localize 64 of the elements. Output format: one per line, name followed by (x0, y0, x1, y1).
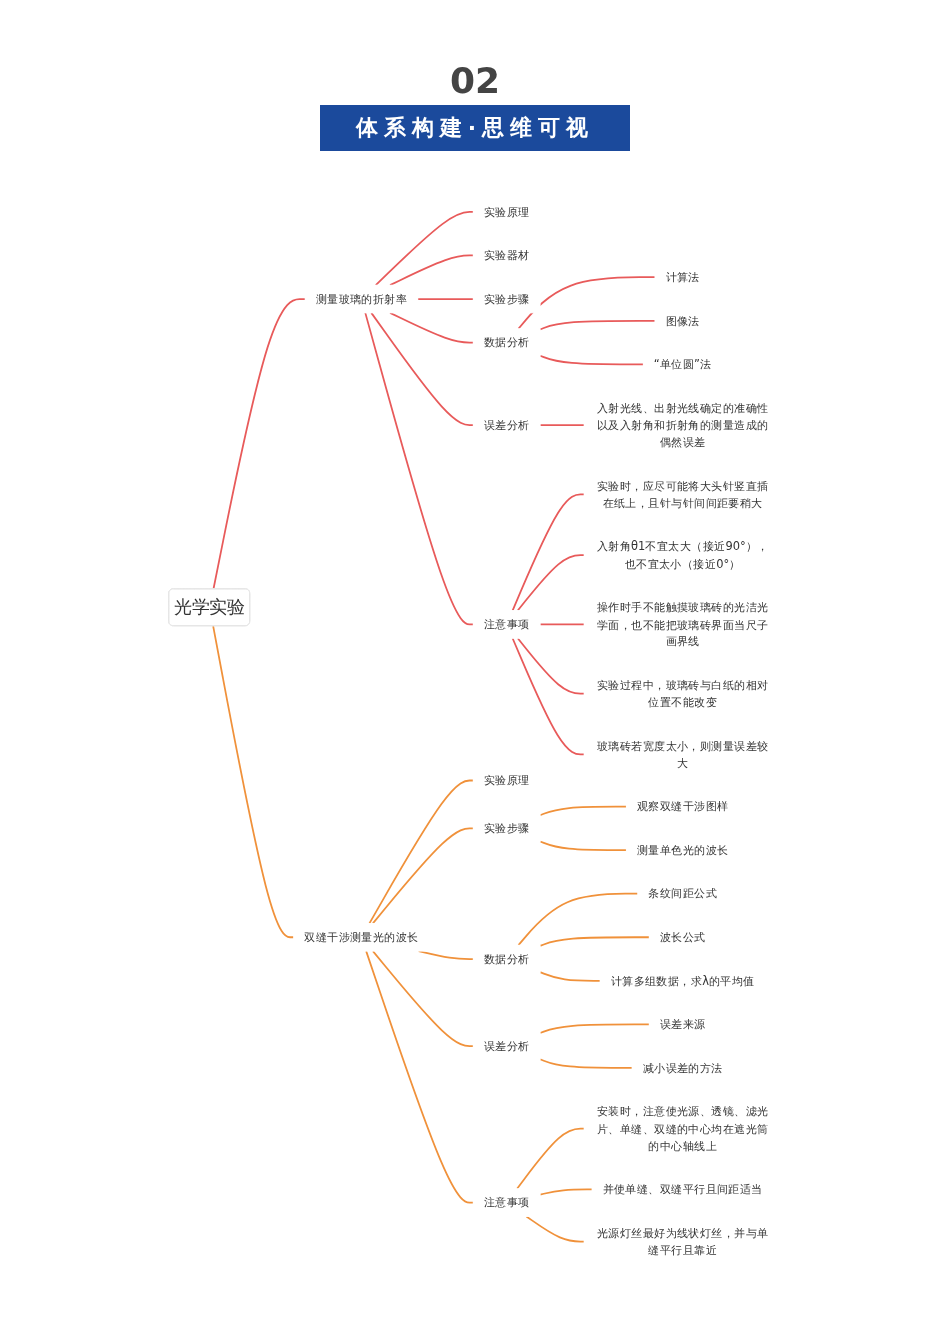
node-text: 玻璃砖若宽度太小，则测量误差较大 (596, 739, 769, 770)
node-text: 入射光线、出射光线确定的准确性以及入射角和折射角的测量造成的偶然误差 (596, 401, 769, 449)
node-text: 观察双缝干涉图样 (636, 799, 729, 813)
node-text: 实验步骤 (483, 821, 530, 835)
node-text: 误差分析 (483, 418, 530, 432)
node-text: 实验原理 (483, 205, 530, 219)
node-text: 数据分析 (483, 952, 530, 966)
connector (511, 493, 585, 612)
node-text: 误差分析 (483, 1039, 530, 1053)
connector (539, 840, 628, 851)
connector (212, 625, 295, 939)
node-text: 操作时手不能触摸玻璃砖的光洁光学面，也不能把玻璃砖界面当尺子画界线 (596, 600, 769, 648)
node-text: 双缝干涉测量光的波长 (304, 930, 419, 944)
node-text: 测量玻璃的折射率 (315, 292, 408, 306)
connector (517, 892, 639, 947)
node-text: 安装时，注意使光源、透镜、滤光片、单缝、双缝的中心均在遮光筒的中心轴线上 (596, 1104, 769, 1153)
connector (516, 1127, 585, 1190)
connector (364, 312, 475, 626)
connector (539, 424, 585, 426)
node-text: 条纹间距公式 (648, 886, 717, 901)
connector (525, 1215, 585, 1243)
connector (539, 1188, 593, 1196)
node-text: 实验过程中，玻璃砖与白纸的相对位置不能改变 (596, 678, 769, 709)
node-text: 注意事项 (483, 617, 530, 631)
section-title-banner: 体系构建·思维可视 (319, 105, 631, 151)
connector (516, 554, 585, 612)
connector (511, 637, 585, 756)
connector (539, 805, 628, 817)
connector (372, 950, 475, 1048)
node-text: 数据分析 (483, 335, 530, 349)
connector (389, 254, 475, 287)
node-text: 测量单色光的波长 (636, 843, 729, 857)
connector (539, 1023, 651, 1034)
connector (539, 623, 585, 626)
connector (539, 354, 645, 366)
node-text: 误差来源 (659, 1017, 706, 1031)
connector (368, 779, 475, 925)
node-text: 光学实验 (174, 596, 245, 618)
connector (516, 637, 585, 695)
node-text: 实验时，应尽可能将大头针竖直插在纸上，且针与针间间距要稍大 (596, 478, 769, 510)
connector (365, 950, 475, 1204)
node-text: 波长公式 (659, 930, 706, 944)
connector (416, 298, 475, 300)
node-text: 计算多组数据，求λ的平均值 (610, 973, 755, 988)
node-text: 并使单缝、双缝平行且间距适当 (602, 1182, 763, 1196)
connector (517, 276, 656, 330)
node-text: 注意事项 (483, 1195, 530, 1209)
node-text: 实验器材 (483, 248, 530, 262)
node-text: “单位圆”法 (653, 357, 712, 371)
connector (539, 971, 601, 982)
connector (374, 211, 475, 287)
node-text: 计算法 (665, 270, 700, 284)
node-text: 图像法 (665, 313, 700, 328)
node-text: 入射角θ1不宜太大（接近90°），也不宜太小（接近0°） (596, 539, 769, 571)
connector (389, 312, 475, 344)
connector (539, 936, 651, 947)
connector (370, 312, 475, 426)
node-text: 光源灯丝最好为线状灯丝，并与单缝平行且靠近 (596, 1226, 769, 1257)
connector (372, 827, 475, 925)
connector (539, 1058, 633, 1069)
connector (539, 319, 656, 331)
node-text: 减小误差的方法 (642, 1061, 723, 1075)
node-text: 实验原理 (483, 773, 530, 787)
section-number: 02 (449, 60, 501, 101)
